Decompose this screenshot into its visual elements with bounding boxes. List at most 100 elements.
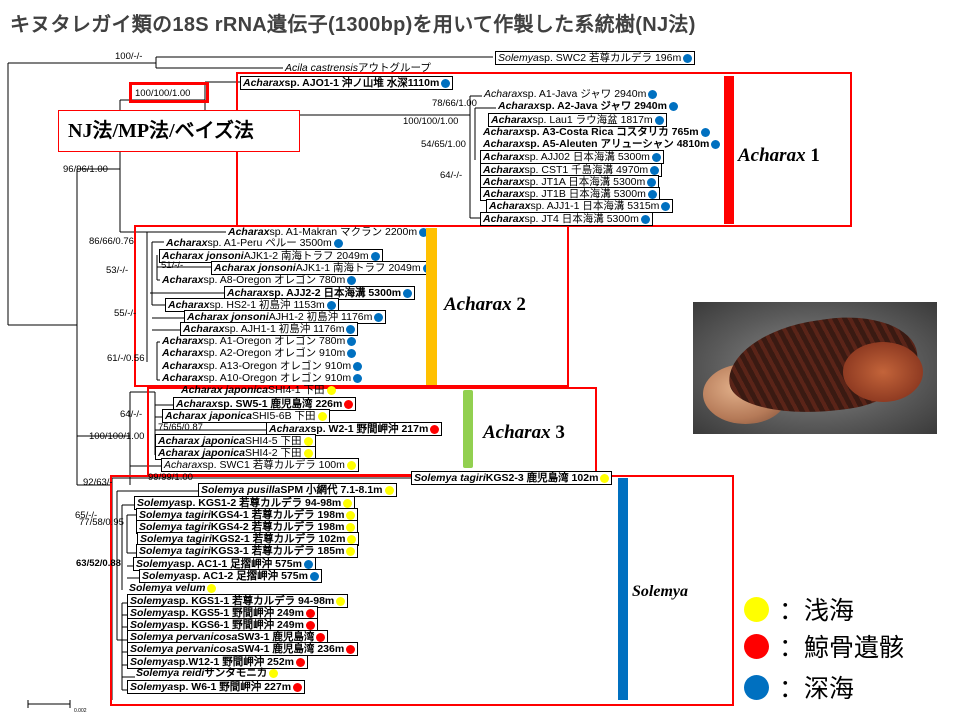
taxon-name: Acharax jonsoni [214,262,296,274]
taxon-name: Solemya [130,595,174,607]
taxon-label: Solemya sp. KGS1-1 若尊カルデラ 94-98m [127,594,349,608]
legend-whale-bone: ：鯨骨遺骸 [744,628,904,664]
blue-habitat-dot-icon [700,127,710,137]
taxon-label: Solemya tagiri KGS2-1 若尊カルデラ 102m [137,532,360,546]
scale-bar-label: 0.002 [74,708,87,714]
blue-habitat-dot-icon [650,165,660,175]
taxon-label: Solemya sp.W12-1 野間岬沖 252m [127,655,308,669]
clade-label-acharax-1: Acharax 1 [738,145,820,167]
specimen-info: KGS4-1 若尊カルデラ 198m [210,509,345,521]
specimen-info: sp. KGS5-1 野間岬沖 249m [173,607,304,619]
taxon-name: Acharax [483,176,525,188]
specimen-info: アウトグループ [357,62,431,74]
taxon-name: Solemya [130,656,174,668]
blue-habitat-dot-icon [668,101,678,111]
node-support: 100/100/1.00 [89,431,145,442]
specimen-info: SHI5-6B 下田 [251,410,316,422]
taxon-name: Solemya [130,607,174,619]
taxon-label: Acharax sp. AJJ02 日本海溝 5300m [480,150,664,164]
red-habitat-dot-icon [316,632,326,642]
node-support: 92/63/- [83,477,113,488]
specimen-info: sp. A1-Makran マクラン 2200m [269,226,418,238]
taxon-name: Acharax [484,88,523,100]
specimen-info: sp. JT4 日本海溝 5300m [524,213,639,225]
blue-habitat-dot-icon [370,251,380,261]
blue-habitat-dot-icon [441,78,451,88]
taxon-label: Acharax sp. A13-Oregon オレゴン 910m [160,360,364,372]
clade-number: 2 [511,294,526,315]
taxon-label: Solemya tagiri KGS4-1 若尊カルデラ 198m [136,508,359,522]
clade-number: 3 [550,422,565,443]
taxon-label: Acharax sp. CST1 千島海溝 4970m [480,163,663,177]
taxon-name: Acharax [269,423,311,435]
node-support: 96/96/1.00 [63,164,108,175]
yellow-habitat-dot-icon [346,460,356,470]
specimen-info: KGS4-2 若尊カルデラ 198m [210,521,345,533]
yellow-habitat-dot-icon [269,668,279,678]
blue-habitat-dot-icon [640,214,650,224]
taxon-label: Acharax jonsoni AJK1-2 南海トラフ 2049m [159,249,383,263]
blue-habitat-dot-icon [347,336,357,346]
taxon-name: Acharax [176,398,218,410]
taxon-label: Acharax sp. W2-1 野間岬沖 217m [266,422,443,436]
specimen-info: sp. SWC1 若尊カルデラ 100m [202,459,345,471]
taxon-label: Acharax japonica SHI4-1 下田 [179,384,338,396]
clade-label-solemya: Solemya [632,583,688,601]
taxon-label: Solemya pusilla SPM 小網代 7.1-8.1m [198,483,397,497]
clade-genus: Acharax [738,145,806,166]
taxon-name: Solemya [130,681,174,693]
taxon-name: Acharax [162,372,204,384]
specimen-info: sp. JT1B 日本海溝 5300m [524,188,646,200]
specimen-info: sp. AJJ1-1 日本海溝 5315m [530,200,660,212]
node-support: 100/-/- [115,51,143,62]
specimen-info: AJK1-1 南海トラフ 2049m [295,262,421,274]
taxon-label: Solemya sp. AC1-1 足摺岬沖 575m [133,557,316,571]
red-habitat-dot-icon [346,644,356,654]
taxon-name: Acharax japonica [158,435,245,447]
node-support: 64/-/- [440,170,463,181]
specimen-info: AJK1-2 南海トラフ 2049m [243,250,369,262]
taxon-label: Solemya tagiri KGS2-3 鹿児島湾 102m [411,471,613,485]
taxon-name: Acharax jonsoni [187,311,269,323]
node-support: 100/100/1.00 [403,116,459,127]
taxon-label: Acharax sp. JT1B 日本海溝 5300m [480,187,660,201]
highlighted-support-box [129,82,209,103]
yellow-habitat-dot-icon [303,448,313,458]
clade-label-acharax-3: Acharax 3 [483,422,565,444]
clade-number: 1 [805,145,820,166]
legend-label: ：浅海 [779,597,855,625]
legend-deep-sea: ：深海 [744,669,854,705]
red-habitat-dot-icon [344,399,354,409]
taxon-name: Acharax [483,138,525,150]
taxon-name: Acila castrensis [285,62,358,74]
shell-photo [693,302,937,434]
taxon-label: Solemya sp. AC1-2 足摺岬沖 575m [139,569,322,583]
taxon-name: Acharax [483,213,525,225]
specimen-info: SHI4-1 下田 [267,384,325,396]
specimen-info: KGS2-3 鹿児島湾 102m [485,472,599,484]
taxon-name: Acharax [491,114,533,126]
yellow-habitat-dot-icon [346,522,356,532]
taxon-name: Acharax [483,164,525,176]
taxon-name: Acharax [162,360,204,372]
taxon-label: Acharax sp. A3-Costa Rica コスタリカ 765m [481,126,712,138]
clade-bar-solemya [618,478,628,700]
taxon-name: Acharax [183,323,225,335]
clade-genus: Acharax [483,422,551,443]
specimen-info: sp. AJJ2-2 日本海溝 5300m [268,287,402,299]
taxon-name: Acharax [483,151,525,163]
taxon-label: Solemya pervanicosa SW4-1 鹿児島湾 236m [127,642,359,656]
taxon-name: Solemya pervanicosa [130,643,238,655]
red-habitat-dot-icon [296,657,305,667]
taxon-name: Solemya tagiri [140,533,212,545]
yellow-habitat-dot-icon [343,498,353,508]
node-support: 99/99/1.00 [148,472,193,483]
blue-habitat-dot-icon [419,227,429,237]
yellow-habitat-dot-icon [303,436,313,446]
taxon-label: Acharax japonica SHI5-6B 下田 [162,409,330,423]
blue-habitat-dot-icon [648,89,658,99]
red-habitat-dot-icon [430,424,440,434]
specimen-info: KGS2-1 若尊カルデラ 102m [211,533,346,545]
taxon-name: Solemya [130,619,174,631]
